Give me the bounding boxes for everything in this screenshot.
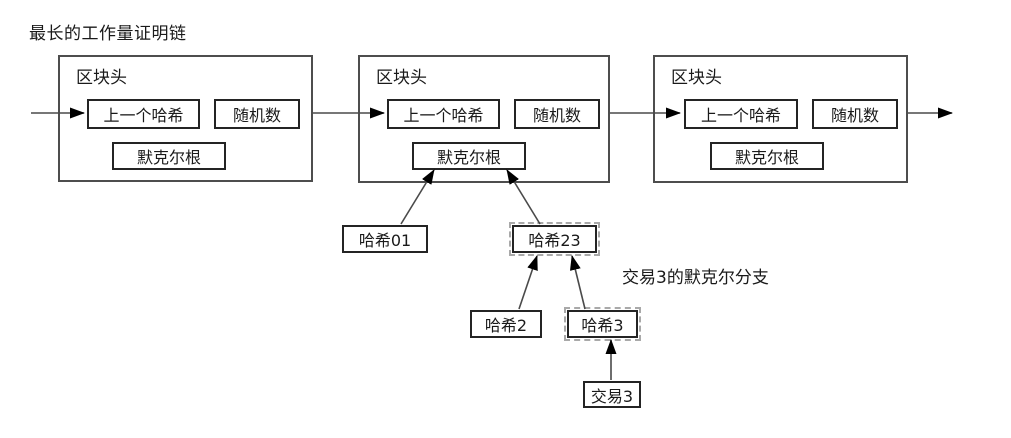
block1-merkle-root-box: 默克尔根 (112, 142, 226, 170)
block-header-2-label: 区块头 (376, 68, 427, 88)
block2-prev-hash-box: 上一个哈希 (387, 99, 500, 129)
block2-nonce-box: 随机数 (514, 99, 600, 129)
merkle-node-hash3: 哈希3 (564, 307, 641, 341)
block3-merkle-root-box: 默克尔根 (710, 142, 824, 170)
block3-prev-hash-box: 上一个哈希 (684, 99, 798, 129)
merkle-branch-annotation: 交易3的默克尔分支 (622, 268, 769, 288)
merkle-node-hash23: 哈希23 (509, 222, 600, 256)
block-header-1-label: 区块头 (76, 68, 127, 88)
block-header-1: 区块头 上一个哈希 随机数 默克尔根 (58, 55, 313, 182)
arrow-hash2-to-hash23 (518, 255, 538, 310)
diagram-title: 最长的工作量证明链 (29, 24, 187, 44)
block1-prev-hash-box: 上一个哈希 (87, 99, 200, 129)
block-header-2: 区块头 上一个哈希 随机数 默克尔根 (358, 55, 610, 183)
arrow-hash3-to-hash23 (569, 255, 586, 310)
block3-nonce-box: 随机数 (812, 99, 898, 129)
block-header-3: 区块头 上一个哈希 随机数 默克尔根 (653, 55, 908, 183)
merkle-node-tx3: 交易3 (583, 381, 641, 408)
block2-merkle-root-box: 默克尔根 (412, 142, 526, 170)
merkle-node-hash01: 哈希01 (342, 225, 428, 253)
block1-nonce-box: 随机数 (214, 99, 300, 129)
merkle-node-hash2: 哈希2 (470, 310, 542, 338)
block-header-3-label: 区块头 (671, 68, 722, 88)
